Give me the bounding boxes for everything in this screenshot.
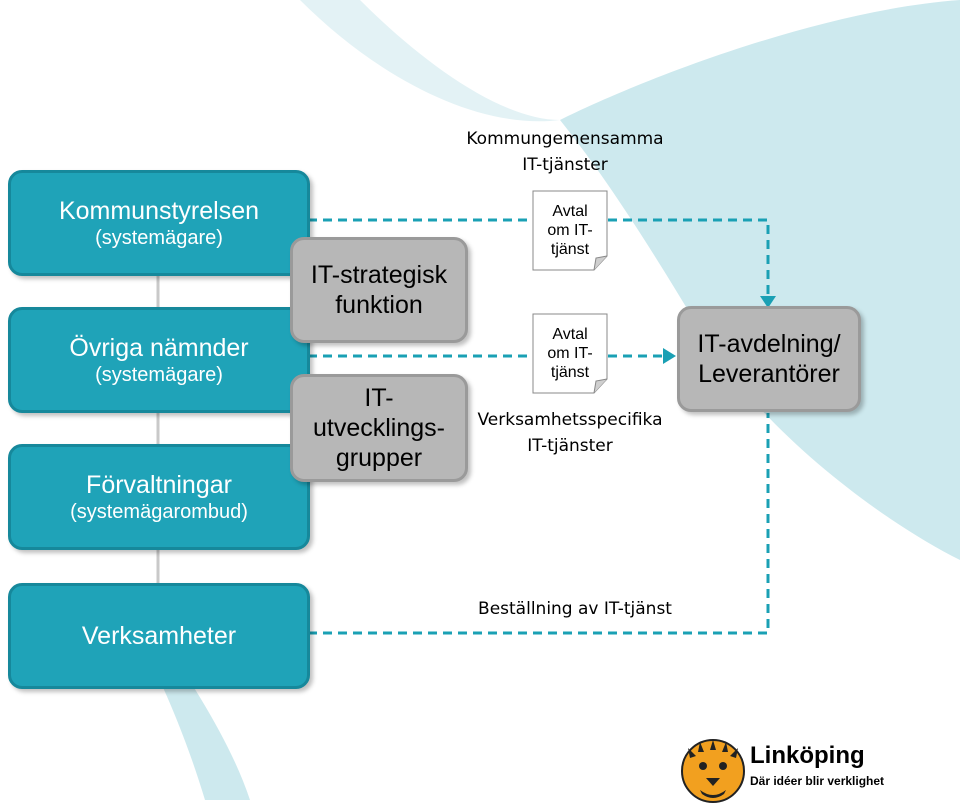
it-avdelning-label: IT-avdelning/ Leverantörer bbox=[697, 330, 841, 388]
verksamheter-box: Verksamheter bbox=[8, 583, 310, 689]
background-swoosh-mid bbox=[300, 0, 560, 122]
connector-bottom bbox=[308, 413, 770, 635]
dashed-connectors bbox=[308, 218, 770, 635]
avtal-document-top: Avtal om IT- tjänst bbox=[532, 190, 608, 271]
verksamheter-title: Verksamheter bbox=[81, 622, 237, 650]
arrowhead-right-icon bbox=[663, 348, 676, 364]
connector-top bbox=[308, 218, 770, 298]
lion-head-icon bbox=[681, 739, 745, 803]
ovriga-namnder-box: Övriga nämnder (systemägare) bbox=[8, 307, 310, 413]
it-strategisk-box: IT-strategisk funktion bbox=[290, 237, 468, 343]
kommungemensamma-label: Kommungemensamma IT-tjänster bbox=[466, 129, 664, 175]
forvaltningar-box: Förvaltningar (systemägarombud) bbox=[8, 444, 310, 550]
ovriga-namnder-title: Övriga nämnder bbox=[69, 334, 249, 362]
bestallning-label: Beställning av IT-tjänst bbox=[478, 599, 672, 619]
background-swoosh-right bbox=[560, 0, 960, 560]
it-strategisk-label: IT-strategisk funktion bbox=[310, 261, 448, 319]
ovriga-namnder-subtitle: (systemägare) bbox=[95, 364, 223, 386]
avtal-document-top-text: Avtal om IT- tjänst bbox=[547, 202, 593, 258]
avtal-document-bottom-text: Avtal om IT- tjänst bbox=[547, 325, 593, 381]
kommunstyrelsen-title: Kommunstyrelsen bbox=[58, 197, 260, 225]
it-avdelning-box: IT-avdelning/ Leverantörer bbox=[677, 306, 861, 412]
kommunstyrelsen-subtitle: (systemägare) bbox=[95, 227, 223, 249]
avtal-document-bottom: Avtal om IT- tjänst bbox=[532, 313, 608, 394]
it-utvecklingsgrupper-label: IT- utvecklings- grupper bbox=[313, 384, 445, 472]
forvaltningar-subtitle: (systemägarombud) bbox=[70, 501, 248, 523]
forvaltningar-title: Förvaltningar bbox=[86, 471, 232, 499]
it-utvecklingsgrupper-box: IT- utvecklings- grupper bbox=[290, 374, 468, 482]
document-icon bbox=[532, 313, 608, 394]
arrowhead-down-icon bbox=[760, 296, 776, 308]
logo-name: Linköping bbox=[750, 742, 865, 769]
logo-tagline: Där idéer blir verklighet bbox=[750, 774, 885, 788]
verksamhetsspecifika-label: Verksamhetsspecifika IT-tjänster bbox=[477, 410, 663, 456]
kommunstyrelsen-box: Kommunstyrelsen (systemägare) bbox=[8, 170, 310, 276]
document-icon bbox=[532, 190, 608, 271]
